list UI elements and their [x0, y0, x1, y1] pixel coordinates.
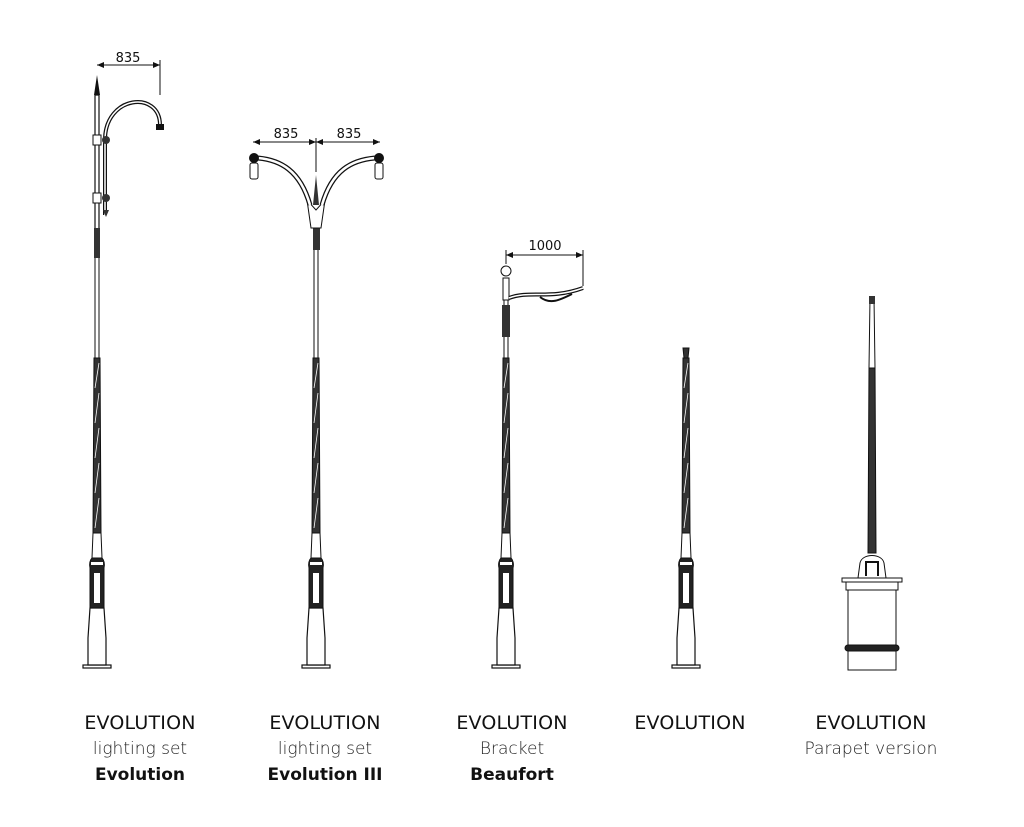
pole-evolution-lighting-set: 835 — [82, 51, 164, 669]
dimension-label: 835 — [274, 127, 299, 142]
product-title: EVOLUTION — [456, 712, 568, 734]
pole-evolution-bracket-beaufort: 1000 — [491, 239, 584, 669]
pole-evolution — [671, 347, 701, 669]
product-model: Beaufort — [470, 765, 554, 785]
dimension-label: 835 — [337, 127, 362, 142]
product-title: EVOLUTION — [634, 712, 746, 734]
product-title: EVOLUTION — [84, 712, 196, 734]
product-subtitle: Bracket — [479, 739, 545, 759]
caption-evolution-bracket: EVOLUTION Bracket Beaufort — [422, 710, 602, 788]
product-title: EVOLUTION — [269, 712, 381, 734]
caption-evolution: EVOLUTION — [600, 710, 780, 736]
product-title: EVOLUTION — [815, 712, 927, 734]
product-subtitle: lighting set — [277, 739, 373, 759]
caption-evolution-parapet: EVOLUTION Parapet version — [781, 710, 961, 762]
product-model: Evolution III — [267, 765, 383, 785]
caption-evolution-lighting-set: EVOLUTION lighting set Evolution — [50, 710, 230, 788]
product-subtitle: Parapet version — [804, 739, 938, 759]
dimension-label: 835 — [116, 51, 141, 66]
caption-evolution-iii: EVOLUTION lighting set Evolution III — [235, 710, 415, 788]
dimension-label: 1000 — [528, 239, 561, 254]
product-model: Evolution — [94, 765, 186, 785]
pole-evolution-iii: 835 835 — [249, 127, 384, 669]
pole-evolution-parapet — [841, 296, 903, 671]
product-subtitle: lighting set — [92, 739, 188, 759]
